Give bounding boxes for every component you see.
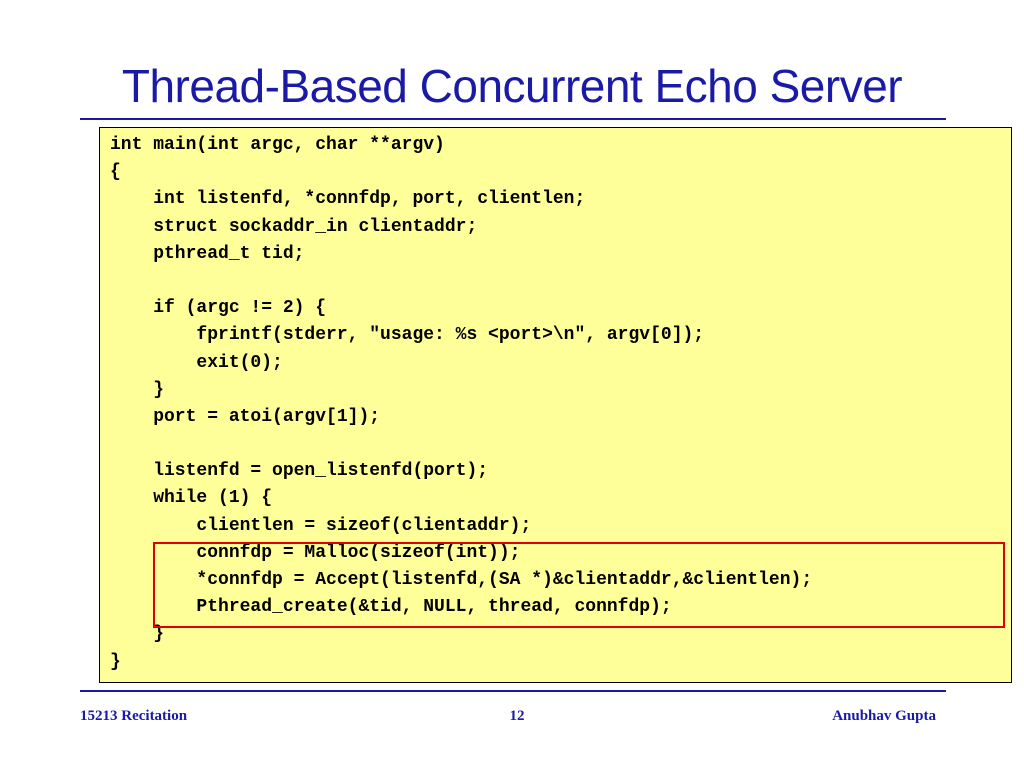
code-line: port = atoi(argv[1]); (110, 406, 381, 427)
highlight-box (153, 542, 1005, 628)
code-line: *connfdp = Accept(listenfd,(SA *)&client… (110, 570, 813, 590)
footer-course: 15213 Recitation (80, 708, 188, 724)
code-line: exit(0); (110, 352, 283, 373)
code-line: int listenfd, *connfdp, port, clientlen; (110, 189, 586, 210)
code-line: if (argc != 2) { (110, 298, 327, 319)
code-line: while (1) { (110, 488, 273, 509)
code-line: Pthread_create(&tid, NULL, thread, connf… (110, 597, 672, 618)
code-line: listenfd = open_listenfd(port); (110, 461, 489, 482)
code-line (110, 431, 812, 458)
code-box (99, 127, 1012, 683)
code-line: } (110, 651, 121, 672)
code-line: } (110, 624, 165, 645)
code-line: } (110, 379, 165, 400)
code-line: connfdp = Malloc(sizeof(int)); (110, 542, 521, 563)
code-line: int main(int argc, char **argv) (110, 135, 445, 155)
code-listing: int main(int argc, char **argv) { int lis… (110, 132, 812, 676)
slide-title: Thread-Based Concurrent Echo Server (121, 60, 903, 112)
code-line: fprintf(stderr, "usage: %s <port>\n", ar… (110, 325, 705, 346)
title-divider (80, 118, 946, 120)
page-number: 12 (509, 708, 525, 724)
code-line: pthread_t tid; (110, 243, 305, 264)
code-line (110, 268, 812, 295)
footer-divider (80, 690, 946, 692)
code-line: struct sockaddr_in clientaddr; (110, 216, 478, 237)
code-line: { (110, 162, 121, 183)
footer-author: Anubhav Gupta (832, 708, 936, 724)
code-line: clientlen = sizeof(clientaddr); (110, 515, 532, 536)
